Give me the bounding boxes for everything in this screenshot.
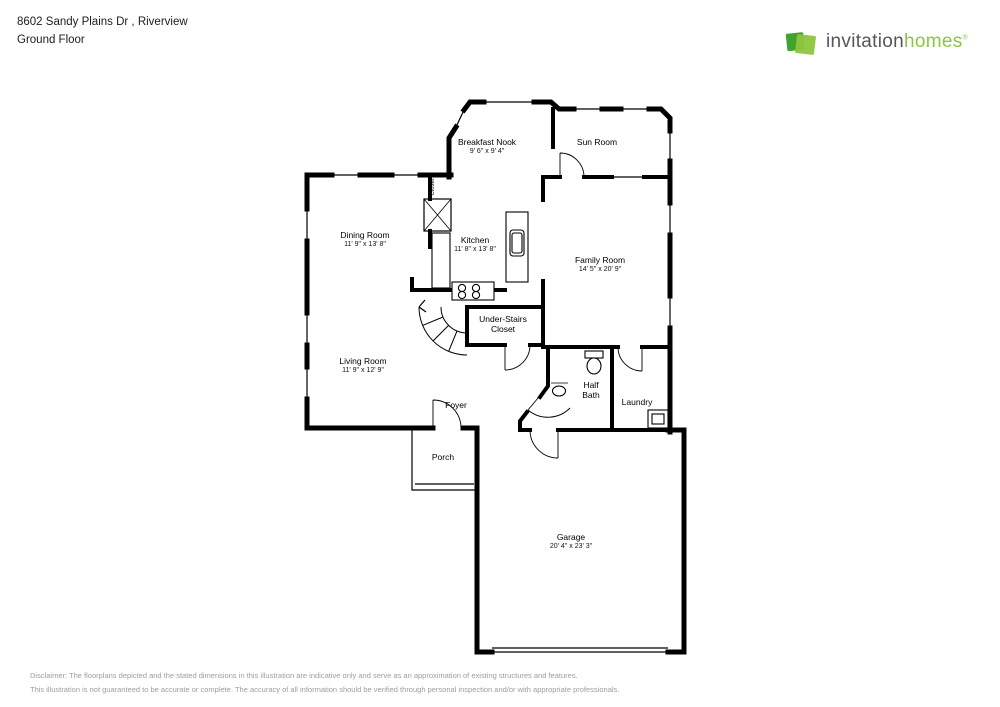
half-bath-fixtures [551, 350, 604, 397]
disclaimer: Disclaimer: The floorplans depicted and … [30, 669, 619, 697]
toilet-bowl [586, 357, 602, 375]
room-label-family-room: Family Room 14' 5" x 20' 9" [574, 255, 626, 273]
room-label-foyer: Foyer [445, 400, 467, 410]
logo-wordmark: invitationhomes® [826, 31, 968, 53]
room-label-garage: Garage 20' 4" x 23' 3" [549, 532, 593, 550]
garage-door [492, 647, 668, 653]
closet-door [504, 344, 531, 371]
front-door [432, 399, 462, 429]
washer-dryer [647, 409, 669, 429]
room-label-closet: Closet [430, 178, 436, 196]
porch-outline [411, 428, 477, 491]
floor-title: Ground Floor [17, 34, 85, 46]
invitation-homes-logo-icon [785, 32, 816, 55]
room-label-living-room: Living Room 11' 9" x 12' 9" [339, 356, 387, 374]
interior-walls [410, 107, 672, 432]
room-label-sun-room: Sun Room [576, 137, 618, 147]
room-label-porch: Porch [431, 452, 455, 462]
closet-box [423, 198, 452, 232]
room-label-breakfast-nook: Breakfast Nook 9' 6" x 9' 4" [457, 137, 517, 155]
exterior-walls [304, 99, 687, 655]
half-bath-door [527, 385, 571, 418]
bath-sink [551, 385, 567, 397]
door-swings [432, 152, 643, 459]
page-header: 8602 Sandy Plains Dr , Riverview Ground … [17, 13, 188, 49]
room-label-dining-room: Dining Room 11' 9" x 13' 8" [340, 230, 390, 248]
stairs-direction-arrow [418, 299, 427, 313]
windows [306, 101, 671, 653]
stairs [418, 299, 468, 356]
room-label-laundry: Laundry [621, 397, 653, 407]
disclaimer-line-2: This illustration is not guaranteed to b… [30, 685, 620, 694]
toilet-tank [584, 350, 604, 359]
logo-word-homes: homes [904, 31, 963, 52]
garage-entry-door [529, 429, 559, 459]
room-label-under-stairs-closet: Under-Stairs Closet [479, 314, 527, 334]
laundry-door [617, 346, 643, 372]
room-label-half-bath: Half Bath [582, 380, 600, 400]
sun-room-door [559, 152, 585, 178]
property-address: 8602 Sandy Plains Dr , Riverview [17, 16, 188, 28]
invitation-homes-logo: invitationhomes® [785, 26, 968, 58]
room-label-kitchen: Kitchen 11' 8" x 13' 8" [454, 235, 496, 253]
kitchen-counters [431, 211, 529, 301]
logo-word-invitation: invitation [826, 31, 904, 52]
registered-mark: ® [962, 34, 968, 42]
disclaimer-line-1: Disclaimer: The floorplans depicted and … [30, 671, 578, 680]
